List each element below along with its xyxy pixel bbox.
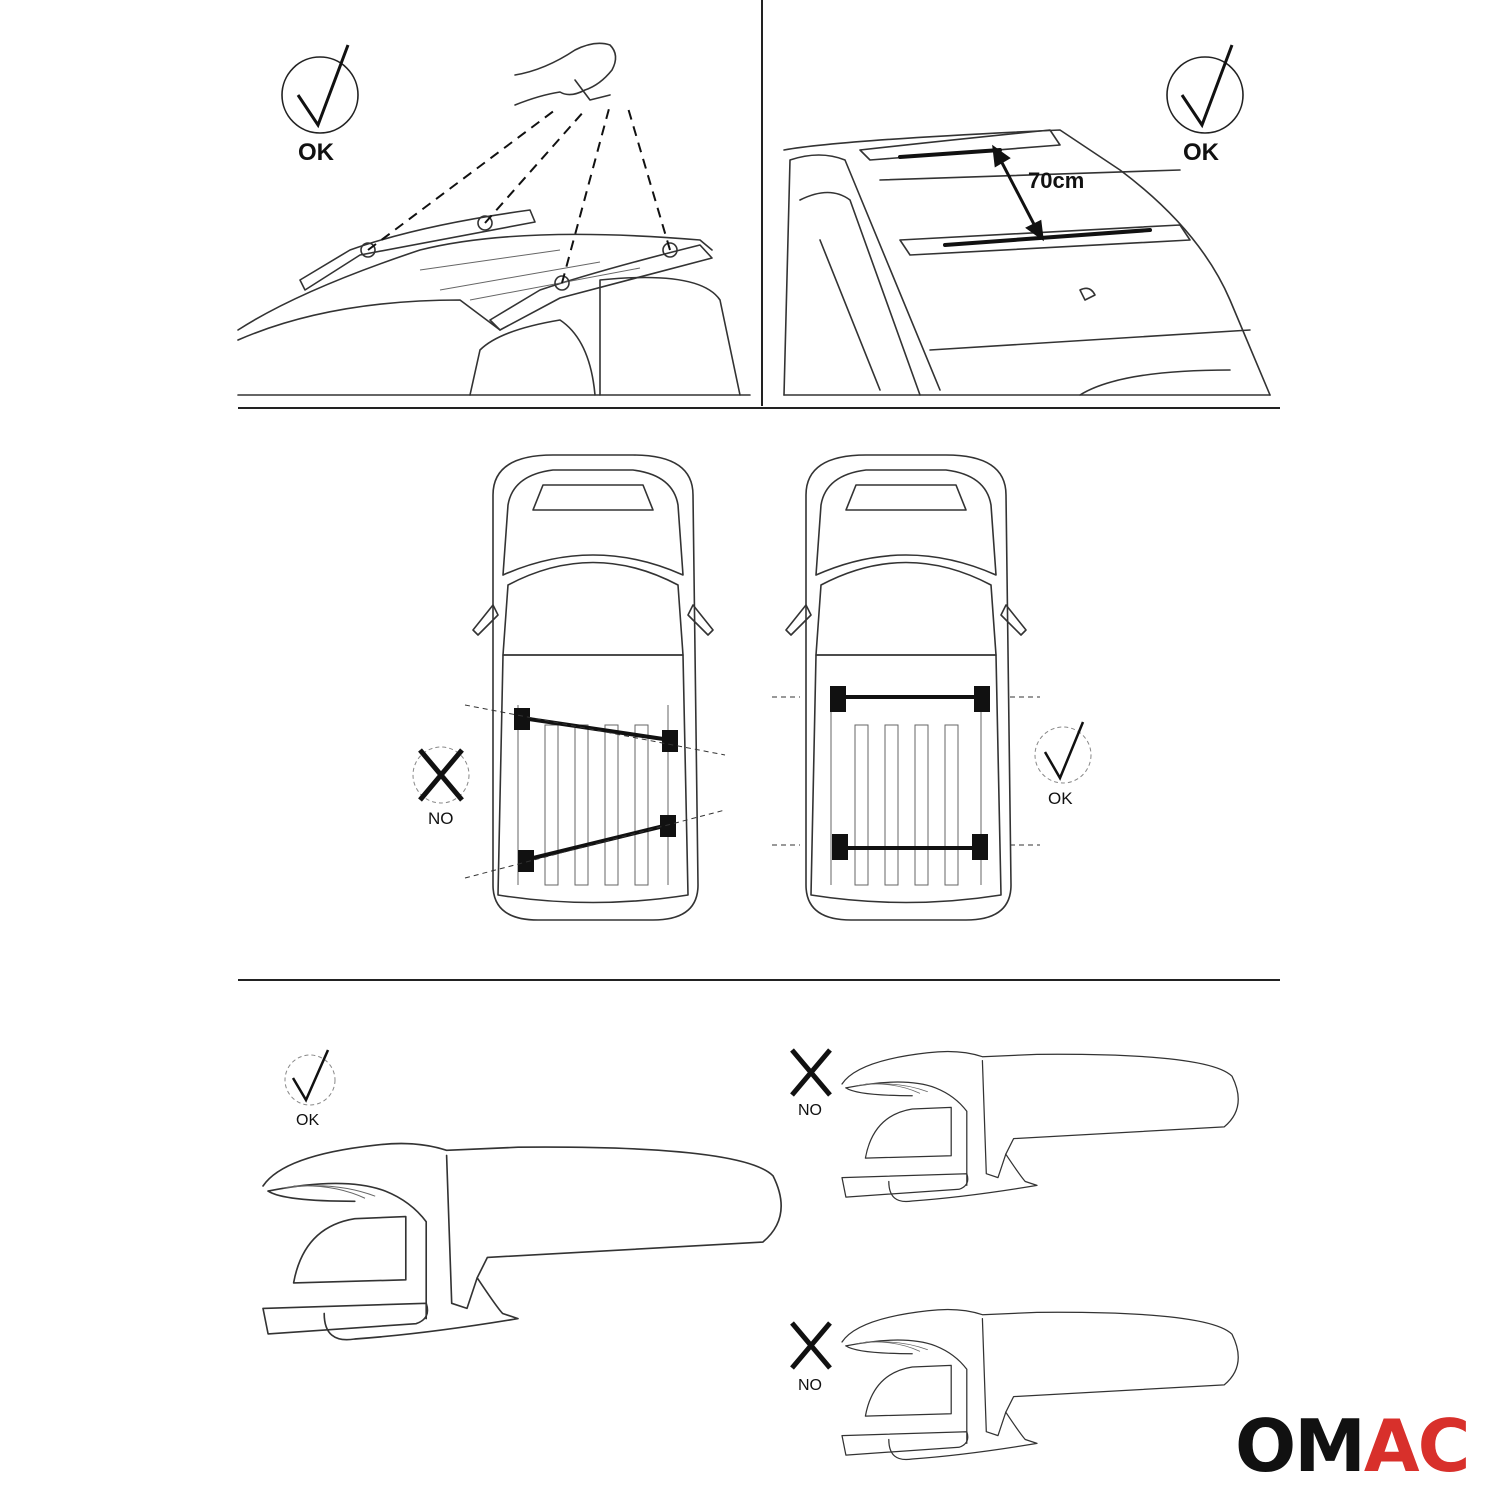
status-label-ok: OK — [298, 139, 335, 166]
dimension-arrow-icon — [992, 144, 1044, 242]
omac-logo: OMAC — [1235, 1410, 1470, 1482]
status-label-ok: OK — [296, 1112, 319, 1129]
status-label-ok: OK — [1048, 789, 1073, 808]
status-label-no: NO — [428, 809, 454, 828]
logo-text-dark: OM — [1235, 1404, 1366, 1488]
crossbar-spacing-illustration — [783, 129, 1271, 396]
check-circle-icon — [284, 1049, 336, 1106]
foot-clamp-wrong-2 — [841, 1308, 1239, 1461]
roof-rail-cleaning-illustration — [237, 42, 751, 396]
x-mark-icon — [790, 1321, 832, 1370]
check-circle-icon — [281, 44, 359, 134]
van-top-view-wrong — [464, 454, 726, 921]
status-label-no: NO — [798, 1102, 822, 1119]
van-top-view-correct — [772, 454, 1040, 921]
check-circle-icon — [1034, 721, 1092, 784]
x-mark-icon — [790, 1048, 832, 1097]
logo-text-red: AC — [1363, 1404, 1471, 1488]
dimension-label: 70cm — [1028, 168, 1084, 193]
status-label-no: NO — [798, 1377, 822, 1394]
check-circle-icon — [1166, 44, 1244, 134]
foot-clamp-wrong-1 — [841, 1050, 1239, 1203]
x-mark-icon — [412, 746, 470, 804]
foot-clamp-correct — [262, 1142, 782, 1341]
status-label-ok: OK — [1183, 139, 1220, 166]
